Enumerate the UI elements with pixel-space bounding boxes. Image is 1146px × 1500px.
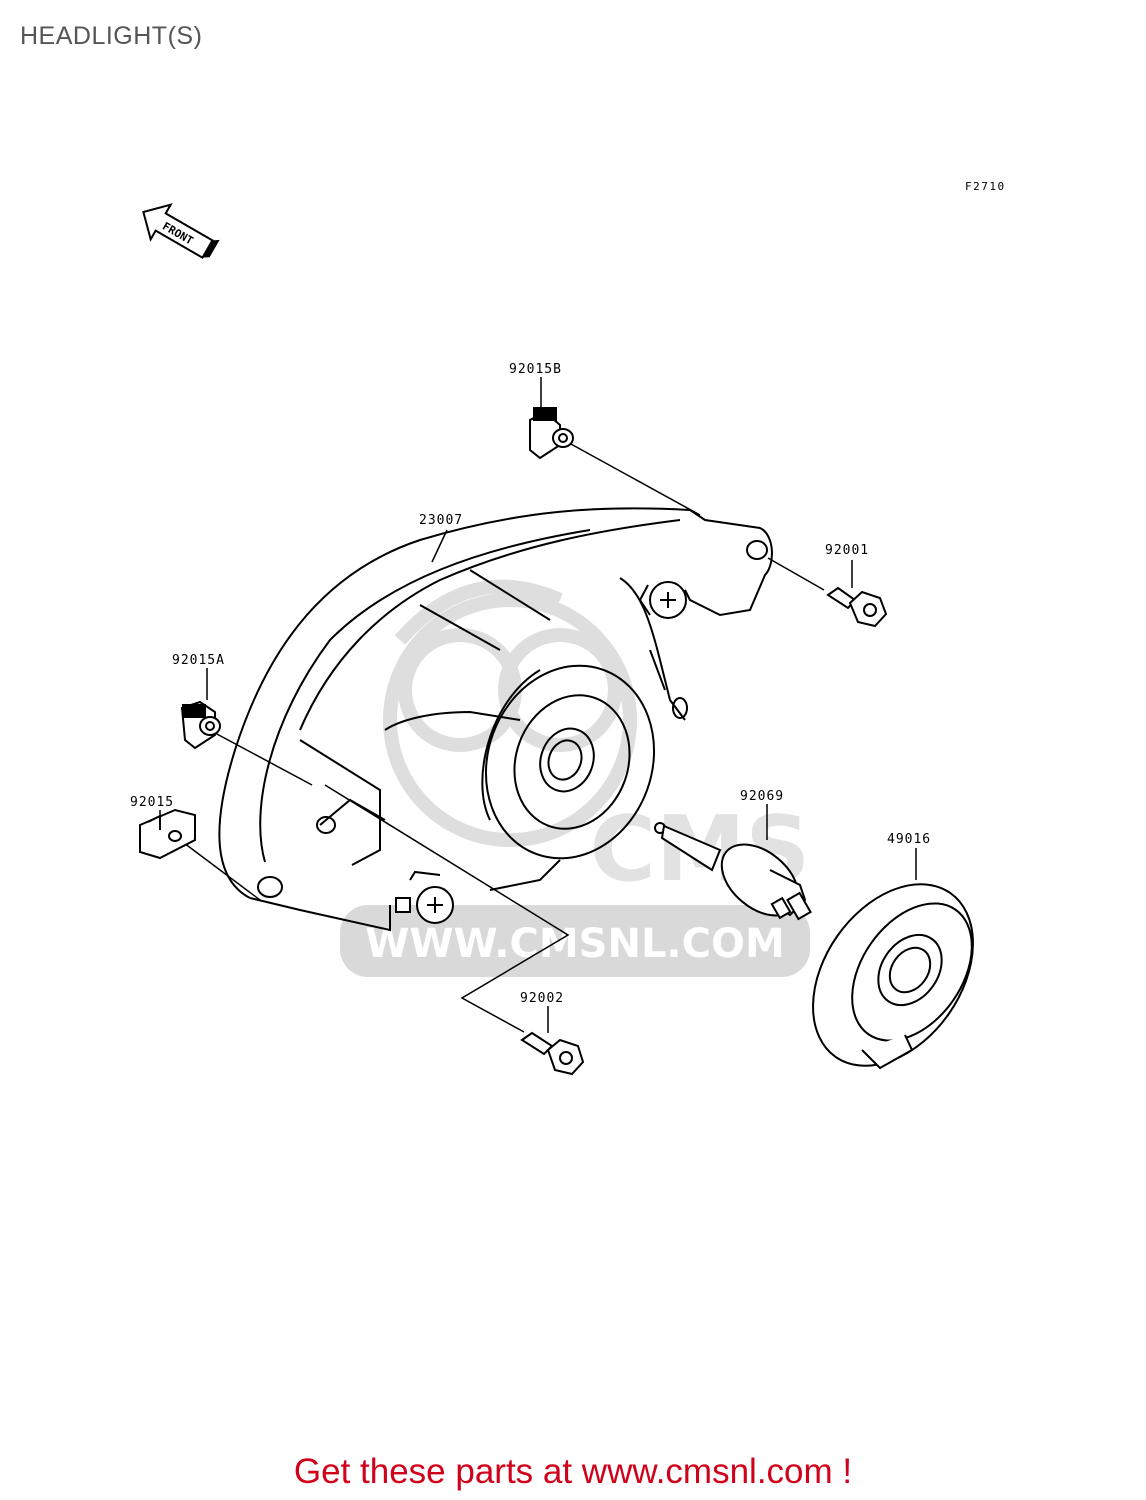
bolt-92001 <box>826 586 888 628</box>
part-label-92015: 92015 <box>130 795 174 810</box>
bolt-92002 <box>520 1031 585 1076</box>
bulb-92069 <box>654 822 812 921</box>
adjuster-knob-top <box>638 581 687 619</box>
clip-nut-92015a <box>180 700 221 750</box>
part-label-23007: 23007 <box>419 513 463 528</box>
figure-code: F2710 <box>965 180 1006 193</box>
adjuster-knob-bottom <box>395 870 454 924</box>
bulb-cover-49016 <box>812 883 974 1070</box>
watermark: WWW.CMSNL.COM CMS <box>340 579 810 977</box>
front-arrow-icon: FRONT <box>142 203 220 260</box>
leader-lines <box>159 377 917 1033</box>
reflector-bowl <box>481 664 656 860</box>
part-label-49016: 49016 <box>887 832 931 847</box>
part-label-92001: 92001 <box>825 543 869 558</box>
watermark-text: WWW.CMSNL.COM <box>365 921 785 967</box>
part-label-92002: 92002 <box>520 991 564 1006</box>
clip-nut-92015b <box>529 407 574 460</box>
part-label-92015b: 92015B <box>509 362 562 377</box>
page-title: HEADLIGHT(S) <box>20 22 203 50</box>
part-label-92015a: 92015A <box>172 653 225 668</box>
promo-link[interactable]: Get these parts at www.cmsnl.com ! <box>293 1452 853 1491</box>
watermark-banner <box>340 905 810 977</box>
clip-nut-92015 <box>139 808 196 860</box>
headlight-housing-23007 <box>218 507 773 932</box>
part-label-92069: 92069 <box>740 789 784 804</box>
